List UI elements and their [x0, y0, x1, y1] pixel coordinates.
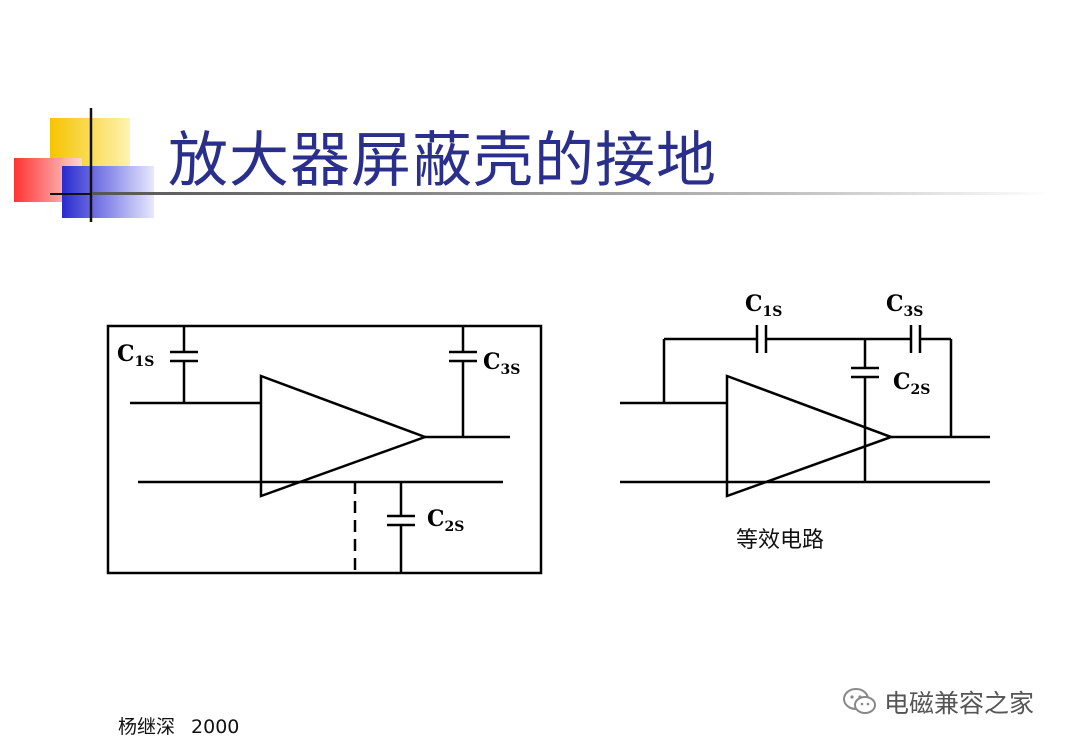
right-amplifier-symbol — [725, 374, 895, 498]
left-label-c2s: C2S — [427, 506, 464, 535]
right-label-c1s: C1S — [745, 291, 782, 320]
left-label-c1s: C1S — [117, 341, 154, 370]
right-label-c2s: C2S — [893, 369, 930, 398]
footer-year: 2000 — [191, 716, 240, 738]
shield-enclosure — [106, 324, 543, 575]
watermark-text: 电磁兼容之家 — [884, 689, 1035, 718]
title-underline — [92, 192, 1052, 195]
left-capacitor-c2s — [387, 482, 415, 573]
author-name: 杨继深 — [118, 716, 176, 738]
left-amplifier-symbol — [259, 374, 429, 498]
left-capacitor-c3s — [449, 326, 477, 437]
left-capacitor-c1s — [170, 326, 198, 403]
right-label-c3s: C3S — [886, 291, 923, 320]
page-title: 放大器屏蔽壳的接地 — [168, 126, 717, 196]
right-capacitor-c2s — [851, 339, 879, 482]
right-capacitor-c1s — [755, 325, 768, 353]
right-capacitor-c3s — [909, 325, 922, 353]
equivalent-circuit-label: 等效电路 — [736, 528, 825, 553]
watermark: 电磁兼容之家 — [842, 684, 1034, 720]
footer-author: 杨继深 2000 — [118, 712, 239, 739]
wechat-icon — [843, 688, 876, 714]
left-label-c3s: C3S — [483, 349, 520, 378]
